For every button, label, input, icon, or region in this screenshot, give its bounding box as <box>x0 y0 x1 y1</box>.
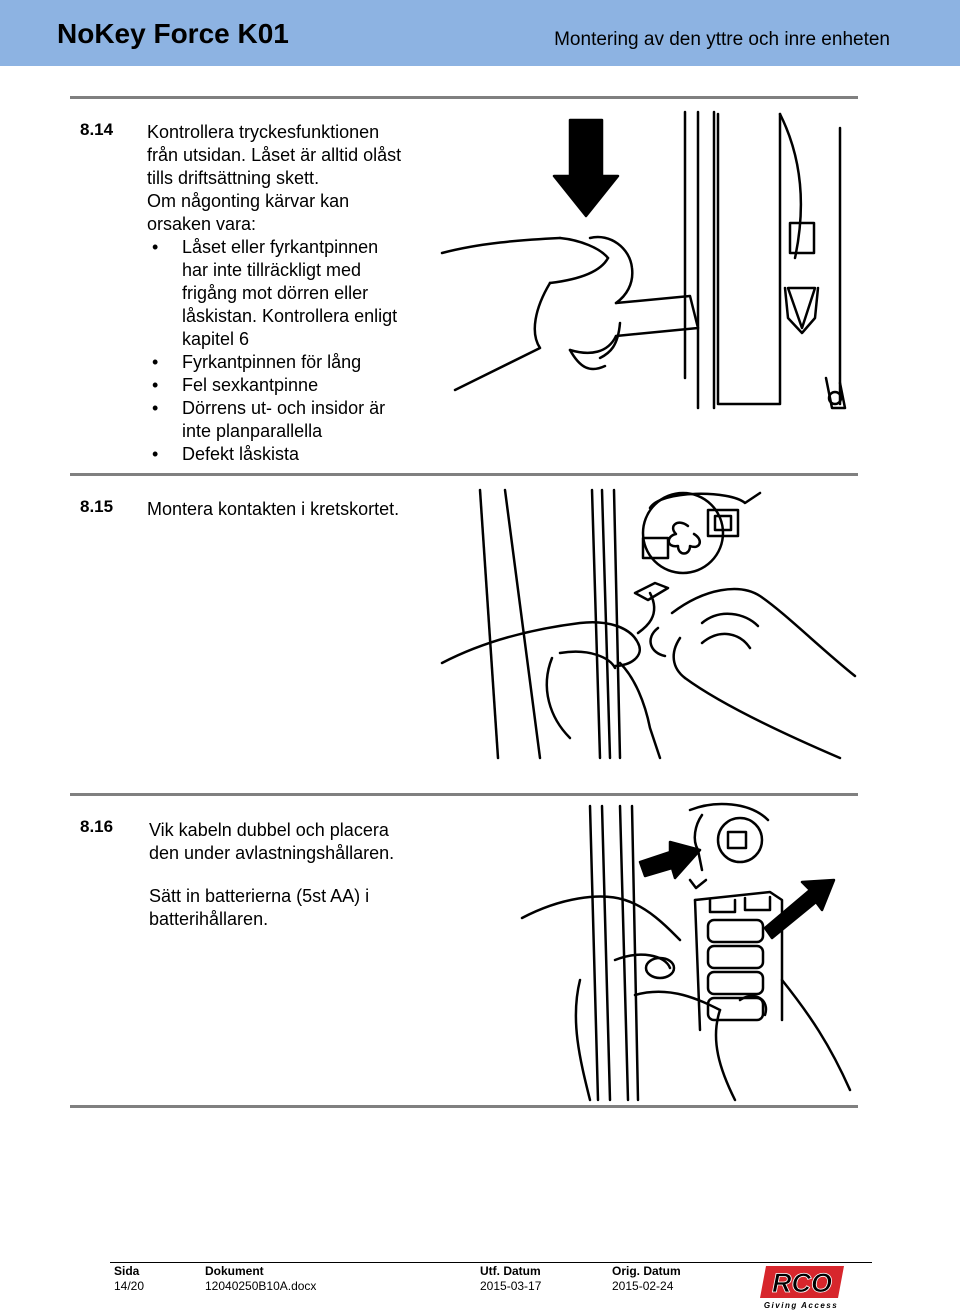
footer-page: Sida 14/20 <box>114 1264 144 1294</box>
footer-document: Dokument 12040250B10A.docx <box>205 1264 316 1294</box>
list-item-line: Defekt låskista <box>182 444 300 464</box>
list-item-line: Fel sexkantpinne <box>182 375 319 395</box>
section-divider <box>70 473 858 476</box>
text-line: Kontrollera tryckesfunktionen <box>147 122 380 142</box>
section-divider <box>70 793 858 796</box>
section-number: 8.14 <box>80 120 114 139</box>
text-line: Vik kabeln dubbel och placera <box>149 820 389 840</box>
logo-text: RCO <box>772 1268 832 1298</box>
list-item-line: kapitel 6 <box>182 329 250 349</box>
list-item-line: Låset eller fyrkantpinnen <box>182 237 379 257</box>
section-number: 8.15 <box>80 497 114 516</box>
section-divider <box>70 96 858 99</box>
footer-divider <box>110 1262 872 1263</box>
text-line: orsaken vara: <box>147 214 257 234</box>
text-line: Om någonting kärvar kan <box>147 191 350 211</box>
list-item: Låset eller fyrkantpinnen har inte tillr… <box>147 236 401 351</box>
list-item: Defekt låskista <box>147 443 401 466</box>
connector-illustration <box>440 488 857 760</box>
footer-page-label: Sida <box>114 1264 140 1278</box>
text-line: tills driftsättning skett. <box>147 168 320 188</box>
text-line: den under avlastningshållaren. <box>149 843 395 863</box>
list-item: Dörrens ut- och insidor är inte planpara… <box>147 397 401 443</box>
logo-tagline: Giving Access <box>764 1301 838 1310</box>
section-divider <box>70 1105 858 1108</box>
list-item-line: frigång mot dörren eller <box>182 283 369 303</box>
section-text: Montera kontakten i kretskortet. <box>147 498 399 521</box>
text-line: Sätt in batterierna (5st AA) i <box>149 886 370 906</box>
list-item: Fyrkantpinnen för lång <box>147 351 401 374</box>
section-number: 8.16 <box>80 817 114 836</box>
battery-holder-illustration <box>520 802 852 1102</box>
list-item-line: låskistan. Kontrollera enligt <box>182 306 398 326</box>
document-subtitle: Montering av den yttre och inre enheten <box>554 29 890 50</box>
footer-document-label: Dokument <box>205 1264 264 1278</box>
list-item-line: Dörrens ut- och insidor är <box>182 398 386 418</box>
footer-original-label: Orig. Datum <box>612 1264 681 1278</box>
footer-page-value: 14/20 <box>114 1279 145 1293</box>
section-text: Vik kabeln dubbel och placera den under … <box>149 819 394 931</box>
footer-original-date: Orig. Datum 2015-02-24 <box>612 1264 681 1294</box>
rco-logo: RCO Giving Access <box>760 1266 844 1310</box>
list-item-line: Fyrkantpinnen för lång <box>182 352 362 372</box>
text-line: batterihållaren. <box>149 909 269 929</box>
section-text: Kontrollera tryckesfunktionen från utsid… <box>147 121 401 466</box>
text-spacer <box>149 865 394 885</box>
cause-list: Låset eller fyrkantpinnen har inte tillr… <box>147 236 401 466</box>
text-line: från utsidan. Låset är alltid olåst <box>147 145 402 165</box>
list-item-line: har inte tillräckligt med <box>182 260 362 280</box>
footer-issued-value: 2015-03-17 <box>480 1279 542 1293</box>
list-item: Fel sexkantpinne <box>147 374 401 397</box>
footer-document-value: 12040250B10A.docx <box>205 1279 317 1293</box>
handle-press-illustration <box>440 110 847 410</box>
footer-original-value: 2015-02-24 <box>612 1279 674 1293</box>
footer-issued-label: Utf. Datum <box>480 1264 541 1278</box>
footer-issued-date: Utf. Datum 2015-03-17 <box>480 1264 541 1294</box>
list-item-line: inte planparallella <box>182 421 323 441</box>
document-title: NoKey Force K01 <box>57 18 289 49</box>
text-line: Montera kontakten i kretskortet. <box>147 499 400 519</box>
page-header: NoKey Force K01 Montering av den yttre o… <box>0 0 960 66</box>
